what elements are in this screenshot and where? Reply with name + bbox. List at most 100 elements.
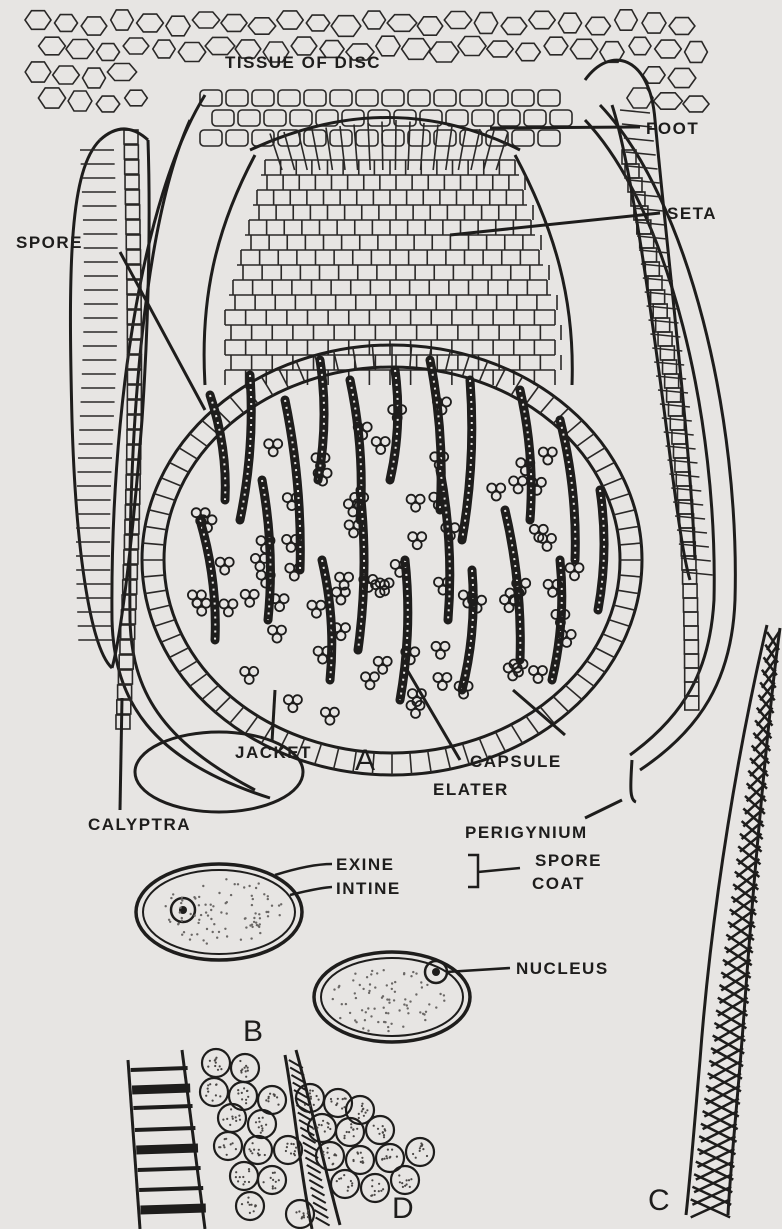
spore-cell — [287, 543, 296, 552]
spore-granule — [248, 1181, 250, 1183]
jacket-band — [141, 1208, 206, 1210]
cytoplasm-granule — [196, 933, 198, 935]
spore-cell — [366, 680, 375, 689]
spore-granule — [310, 1098, 312, 1100]
cytoplasm-granule — [385, 1012, 387, 1014]
calyptra-cell — [665, 374, 679, 388]
calyptra-cell — [670, 416, 684, 430]
disc-cell — [615, 10, 638, 30]
cytoplasm-granule — [248, 885, 250, 887]
spore-granule — [312, 1090, 314, 1092]
cytoplasm-granule — [226, 935, 228, 937]
cytoplasm-granule — [371, 970, 373, 972]
cytoplasm-granule — [428, 1003, 430, 1005]
calyptra-cell — [684, 598, 698, 612]
elater — [358, 490, 364, 650]
cytoplasm-granule — [179, 911, 181, 913]
cytoplasm-granule — [404, 998, 406, 1000]
cytoplasm-granule — [216, 937, 218, 939]
calyptra-cell — [125, 175, 139, 189]
spore-cell — [514, 484, 523, 493]
cytoplasm-granule — [213, 923, 215, 925]
disc-cell — [137, 14, 164, 32]
cytoplasm-granule — [354, 1019, 356, 1021]
spore-granule — [250, 1150, 252, 1152]
jacket-wall — [553, 697, 569, 713]
jacket-wall — [445, 748, 450, 769]
label-panel-d: D — [392, 1192, 414, 1225]
spore-granule — [391, 1149, 393, 1151]
cytoplasm-granule — [202, 939, 204, 941]
spore-cell — [411, 709, 420, 718]
cytoplasm-granule — [220, 911, 222, 913]
cytoplasm-granule — [244, 917, 246, 919]
spore-granule — [322, 1151, 324, 1153]
disc-cell — [382, 130, 404, 146]
spore-granule — [382, 1125, 384, 1127]
spore-granule — [207, 1084, 209, 1086]
disc-cell — [200, 130, 222, 146]
calyptra-cell — [663, 360, 677, 374]
spore-granule — [207, 1066, 209, 1068]
jacket-wall — [586, 448, 605, 460]
spore-granule — [290, 1143, 292, 1145]
spore-granule — [223, 1144, 225, 1146]
disc-cell — [460, 90, 482, 106]
spore-granule — [383, 1136, 385, 1138]
jacket-wall — [445, 351, 450, 372]
spore-granule — [356, 1128, 358, 1130]
jacket-wall — [149, 510, 170, 515]
disc-cell — [125, 90, 148, 106]
spore-granule — [248, 1168, 250, 1170]
spore-granule — [247, 1197, 249, 1199]
spore-granule — [217, 1069, 219, 1071]
disc-cell — [558, 13, 581, 33]
cytoplasm-granule — [398, 1009, 400, 1011]
spore-granule — [249, 1212, 251, 1214]
cytoplasm-granule — [207, 914, 209, 916]
jacket-wall — [179, 661, 198, 673]
disc-cell — [178, 43, 205, 62]
jacket-wall — [315, 744, 322, 765]
calyptra-cell — [684, 612, 698, 626]
disc-cell — [387, 15, 417, 32]
spore — [218, 1104, 246, 1132]
spore-granule — [238, 1115, 240, 1117]
spore-granule — [410, 1178, 412, 1180]
jacket-band — [136, 1148, 198, 1150]
cytoplasm-granule — [206, 928, 208, 930]
cytoplasm-granule — [362, 988, 364, 990]
spore-granule — [330, 1100, 332, 1102]
spore-granule — [242, 1183, 244, 1185]
spore-granule — [255, 1205, 257, 1207]
jacket-wall — [603, 634, 623, 642]
disc-cell — [25, 11, 51, 30]
jacket-wall — [428, 751, 431, 773]
spore-cell — [534, 674, 543, 683]
spore — [391, 1166, 419, 1194]
cytoplasm-granule — [426, 984, 428, 986]
jacket-wall — [230, 397, 244, 414]
disc-cell — [166, 16, 190, 36]
label-panel-b: B — [243, 1015, 263, 1048]
calyptra-cell — [669, 402, 683, 416]
cytoplasm-granule — [210, 909, 212, 911]
spore — [236, 1192, 264, 1220]
spore-granule — [303, 1214, 305, 1216]
spore-granule — [412, 1153, 414, 1155]
cytoplasm-granule — [423, 1013, 425, 1015]
cytoplasm-granule — [333, 988, 335, 990]
spore-granule — [207, 1091, 209, 1093]
disc-cell — [655, 40, 682, 58]
spore-right-nucleolus — [432, 968, 440, 976]
spore-granule — [294, 1150, 296, 1152]
calyptra-cell — [683, 584, 697, 598]
spore-granule — [258, 1126, 260, 1128]
spore-granule — [223, 1146, 225, 1148]
cytoplasm-granule — [251, 926, 253, 928]
cytoplasm-granule — [377, 1021, 379, 1023]
spore-granule — [278, 1179, 280, 1181]
cytoplasm-granule — [224, 928, 226, 930]
spore-granule — [334, 1153, 336, 1155]
spore-granule — [237, 1180, 239, 1182]
